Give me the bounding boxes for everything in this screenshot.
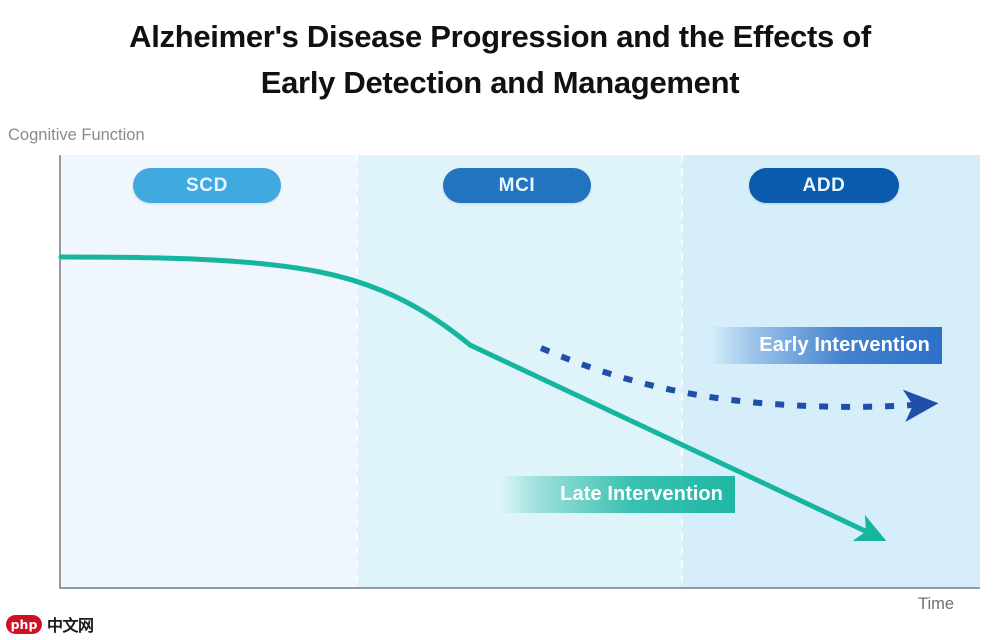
stage-badge-scd[interactable]: SCD bbox=[133, 168, 281, 203]
stage-band-mci bbox=[357, 155, 682, 588]
y-axis-label: Cognitive Function bbox=[8, 126, 145, 144]
page-title: Alzheimer's Disease Progression and the … bbox=[0, 14, 1000, 106]
php-logo-icon: php bbox=[6, 614, 42, 634]
x-axis-line bbox=[59, 587, 980, 589]
stage-badge-scd-label: SCD bbox=[186, 174, 228, 196]
title-line-1: Alzheimer's Disease Progression and the … bbox=[129, 19, 871, 54]
stage-band-scd bbox=[60, 155, 357, 588]
early-intervention-curve bbox=[539, 345, 939, 422]
stage-badge-add-label: ADD bbox=[802, 174, 846, 196]
stage-badge-mci-label: MCI bbox=[498, 174, 536, 196]
y-axis-line bbox=[59, 155, 61, 589]
watermark: php 中文网 bbox=[6, 612, 94, 636]
watermark-text: 中文网 bbox=[47, 616, 94, 635]
annotation-late-intervention-label: Late Intervention bbox=[560, 483, 723, 505]
title-line-2: Early Detection and Management bbox=[260, 64, 740, 100]
annotation-late-intervention: Late Intervention bbox=[500, 476, 735, 513]
annotation-early-intervention: Early Intervention bbox=[710, 327, 942, 364]
plot-area bbox=[60, 155, 980, 588]
x-axis-label: Time bbox=[918, 595, 955, 613]
stage-badge-add[interactable]: ADD bbox=[749, 168, 899, 203]
late-intervention-curve bbox=[58, 254, 887, 541]
band-divider-2 bbox=[681, 155, 683, 588]
band-divider-1 bbox=[356, 155, 358, 588]
stage-badge-mci[interactable]: MCI bbox=[443, 168, 591, 203]
annotation-early-intervention-label: Early Intervention bbox=[759, 334, 930, 356]
